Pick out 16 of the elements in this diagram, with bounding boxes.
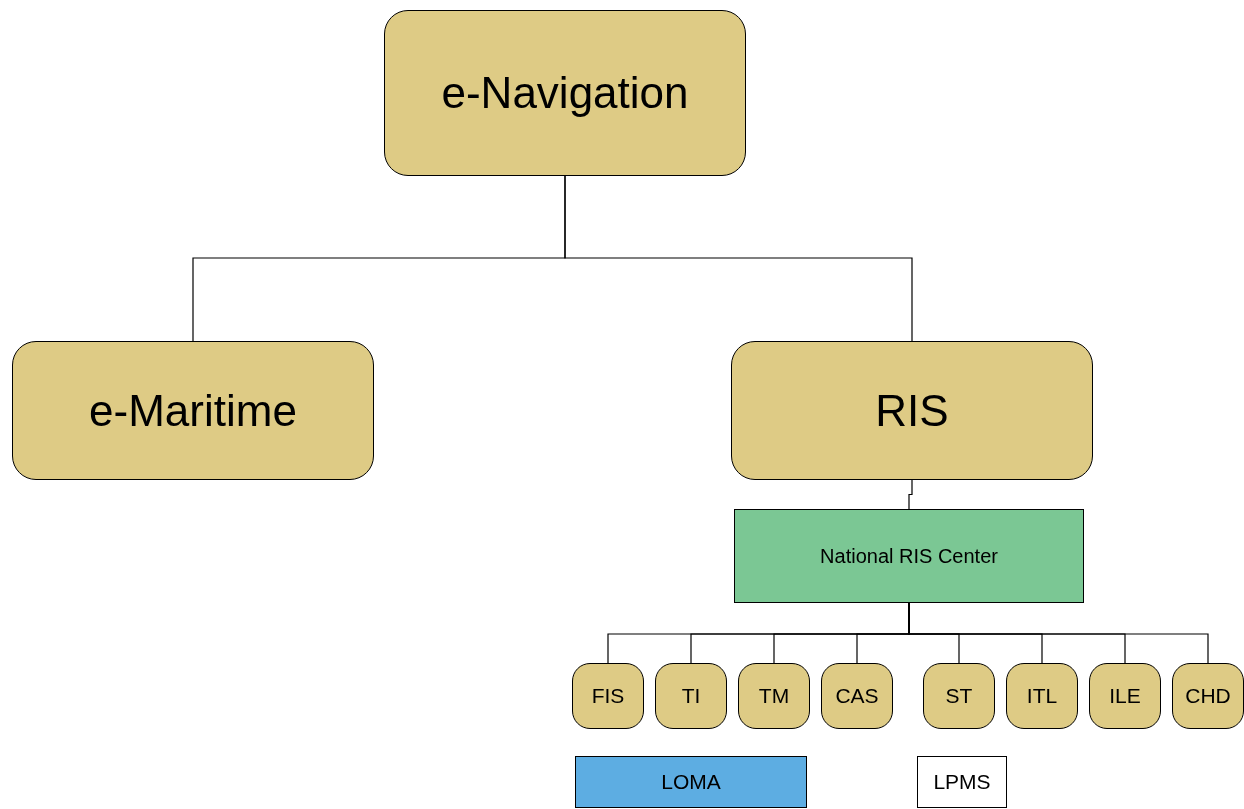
service-box: TM [738,663,810,729]
service-box: ILE [1089,663,1161,729]
service-box: TI [655,663,727,729]
service-box: CHD [1172,663,1244,729]
category-box: RIS [731,341,1093,480]
service-box: FIS [572,663,644,729]
service-box: CAS [821,663,893,729]
system-box: LPMS [917,756,1007,808]
service-box: ITL [1006,663,1078,729]
service-box: ST [923,663,995,729]
system-box: LOMA [575,756,807,808]
connector-line [564,175,913,342]
top-box: e-Navigation [384,10,746,176]
connector-line [908,479,913,510]
center-box: National RIS Center [734,509,1084,603]
category-box: e-Maritime [12,341,374,480]
